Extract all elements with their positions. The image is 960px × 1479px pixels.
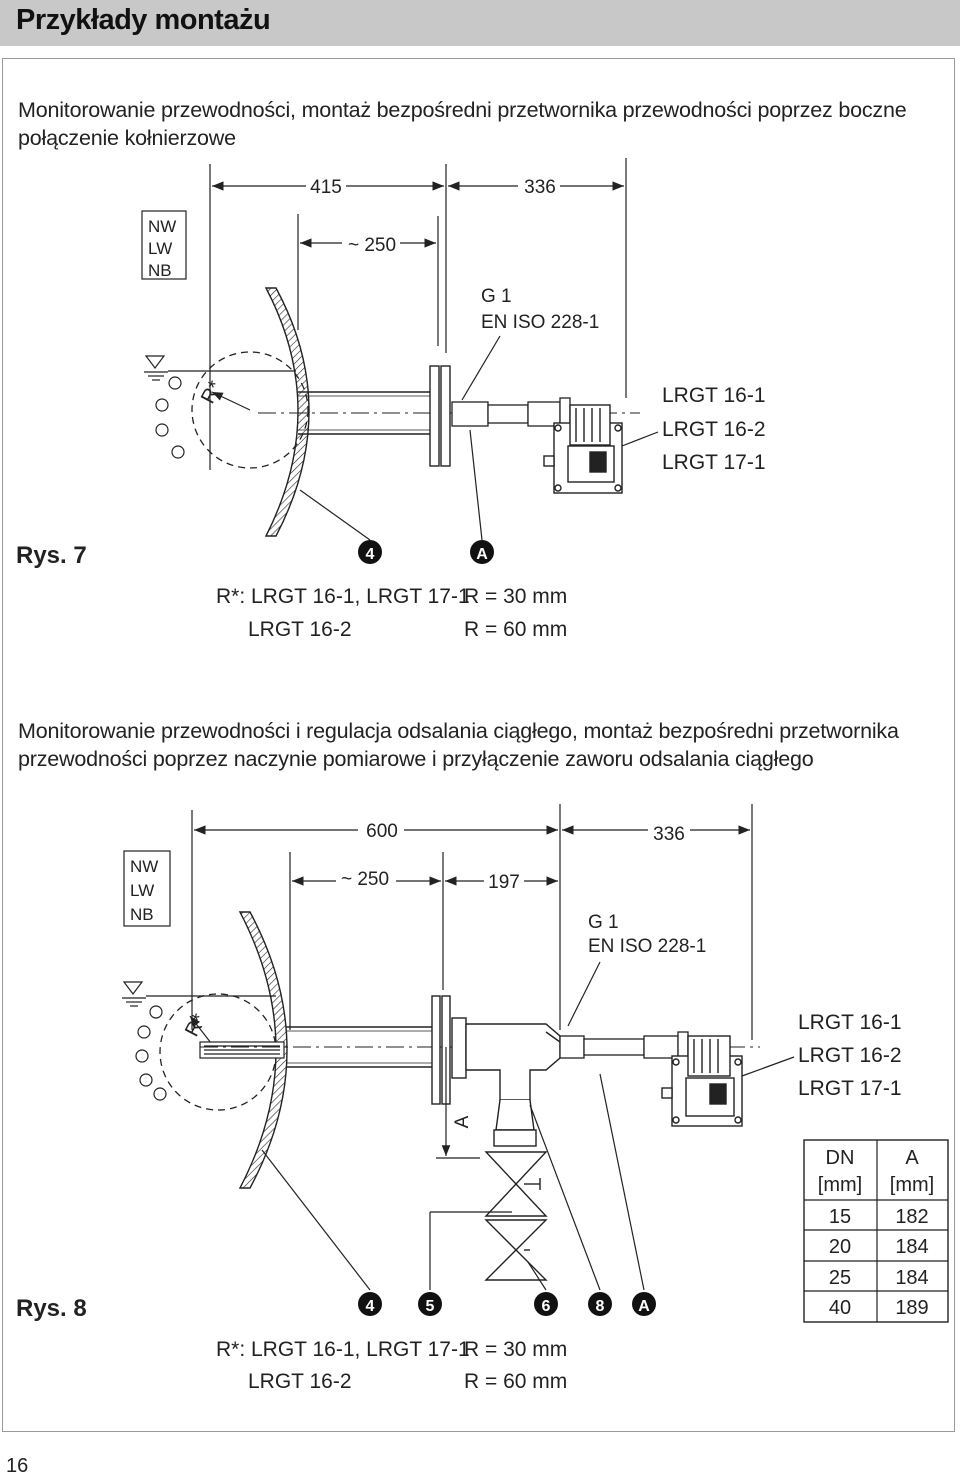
figure8-sensor: [559, 1031, 689, 1063]
figure8-caption: Monitorowanie przewodności i regulacja o…: [18, 717, 899, 773]
level-nw: NW: [148, 217, 176, 236]
table-header-dn: DN: [826, 1147, 855, 1169]
table-cell: 20: [829, 1236, 851, 1258]
figure8-device-2: LRGT 16-2: [798, 1044, 902, 1067]
figure8-device-3: LRGT 17-1: [798, 1077, 902, 1100]
figure7-thread-1: G 1: [481, 286, 512, 307]
figure8-measuring-vessel: [465, 1023, 561, 1147]
figure7-level-box: NW LW NB: [141, 210, 187, 280]
figure7-caption-line1: Monitorowanie przewodności, montaż bezpo…: [18, 98, 907, 122]
figure7-label: Rys. 7: [16, 542, 87, 569]
figure7-marker-a: A: [470, 540, 494, 564]
figure7-note-2-right: R = 60 mm: [464, 618, 567, 641]
figure7-device-3: LRGT 17-1: [662, 451, 766, 474]
table-cell: 184: [895, 1236, 928, 1258]
figure7-diagram: 415 336 ~ 250 NW LW NB R*: [0, 0, 960, 680]
figure8-dn-table: DN [mm] A [mm] 15 182 20 184 25 184 40 1…: [803, 1139, 949, 1323]
level-nw: NW: [130, 857, 158, 876]
figure7-dim-336: 336: [524, 177, 556, 198]
page-number: 16: [6, 1455, 29, 1477]
page-header: Przykłady montażu: [0, 0, 960, 46]
figure7-note-2-left: LRGT 16-2: [248, 618, 352, 641]
figure7-caption: Monitorowanie przewodności, montaż bezpo…: [18, 96, 907, 152]
content-frame: [2, 58, 955, 1432]
figure8-marker-a: A: [632, 1292, 656, 1316]
figure7-bubbles: [155, 376, 185, 459]
svg-text:4: 4: [366, 546, 375, 563]
figure8-bubbles: [135, 1005, 167, 1101]
table-header-a: A: [905, 1147, 919, 1169]
figure7-device-2: LRGT 16-2: [662, 418, 766, 441]
svg-text:A: A: [638, 1298, 650, 1315]
figure8-dim-250: ~ 250: [341, 869, 389, 890]
figure8-caption-line1: Monitorowanie przewodności i regulacja o…: [18, 719, 899, 743]
figure8-note-1-right: R = 30 mm: [464, 1338, 567, 1361]
figure7-transmitter: [543, 404, 623, 494]
level-nb: NB: [130, 905, 154, 924]
figure8-label: Rys. 8: [16, 1295, 87, 1322]
level-lw: LW: [148, 239, 172, 258]
figure8-leaders: [261, 1073, 645, 1291]
figure7-dim-415: 415: [310, 177, 342, 198]
figure7-note-1-right: R = 30 mm: [464, 585, 567, 608]
table-cell: 25: [829, 1267, 851, 1289]
figure7-flange: [429, 365, 451, 467]
figure7-device-1: LRGT 16-1: [662, 384, 766, 407]
figure8-marker-8: 8: [588, 1292, 612, 1316]
figure8-dim-600: 600: [366, 821, 398, 842]
table-cell: 15: [829, 1206, 851, 1228]
table-cell: 182: [895, 1206, 928, 1228]
figure7-caption-line2: połączenie kołnierzowe: [18, 126, 236, 150]
svg-text:4: 4: [366, 1298, 375, 1315]
level-lw: LW: [130, 881, 154, 900]
figure8-note-2-right: R = 60 mm: [464, 1370, 567, 1393]
figure7-sensor: [451, 397, 571, 431]
figure8-thread-2: EN ISO 228-1: [588, 936, 706, 957]
figure8-note-1-left: R*: LRGT 16-1, LRGT 17-1: [216, 1338, 470, 1361]
table-cell: 189: [895, 1297, 928, 1319]
figure8-blowdown-valve: [484, 1151, 548, 1281]
figure8-dim-336: 336: [653, 824, 685, 845]
figure8-marker-4: 4: [358, 1292, 382, 1316]
figure8-device-1: LRGT 16-1: [798, 1011, 902, 1034]
table-cell: 40: [829, 1297, 851, 1319]
figure7-vessel-wall: [264, 287, 310, 537]
table-cell: 184: [895, 1267, 928, 1289]
figure7-extension-lines: [209, 158, 627, 470]
svg-text:6: 6: [542, 1298, 551, 1315]
svg-text:5: 5: [426, 1298, 435, 1315]
figure8-probe: [199, 1041, 285, 1059]
figure8-level-box: NW LW NB: [123, 850, 171, 927]
figure8-dim-a: A: [452, 1115, 473, 1128]
figure8-vessel-wall: [238, 911, 288, 1189]
figure8-marker-6: 6: [534, 1292, 558, 1316]
figure8-r-star: R*: [181, 1010, 211, 1040]
figure7-marker-4: 4: [358, 540, 382, 564]
figure8-flange: [431, 995, 467, 1105]
figure7-r-star: R*: [197, 377, 227, 407]
figure8-thread-1: G 1: [588, 912, 619, 933]
figure7-note-1-left: R*: LRGT 16-1, LRGT 17-1: [216, 585, 470, 608]
svg-text:8: 8: [596, 1298, 605, 1315]
table-header-dn-unit: [mm]: [818, 1174, 862, 1196]
figure8-marker-5: 5: [418, 1292, 442, 1316]
figure8-diagram: 600 336 ~ 250 197 NW LW NB G 1 EN ISO 22…: [0, 780, 960, 1420]
figure8-dim-a-line: [436, 1047, 480, 1159]
figure8-caption-line2: przewodności poprzez naczynie pomiarowe …: [18, 747, 814, 771]
figure8-dimension-lines: [194, 825, 750, 886]
figure8-dim-197: 197: [488, 872, 520, 893]
figure7-water-level-icon: [144, 355, 296, 381]
svg-text:A: A: [476, 546, 488, 563]
figure8-extension-lines: [191, 804, 753, 1040]
figure7-dim-250: ~ 250: [348, 235, 396, 256]
table-header-a-unit: [mm]: [890, 1174, 934, 1196]
figure8-transmitter: [661, 1035, 743, 1127]
figure8-water-level-icon: [122, 981, 276, 1007]
page-title: Przykłady montażu: [16, 4, 271, 36]
figure7-dimension-lines: [212, 181, 624, 248]
level-nb: NB: [148, 261, 172, 280]
figure8-note-2-left: LRGT 16-2: [248, 1370, 352, 1393]
figure7-thread-2: EN ISO 228-1: [481, 312, 599, 333]
